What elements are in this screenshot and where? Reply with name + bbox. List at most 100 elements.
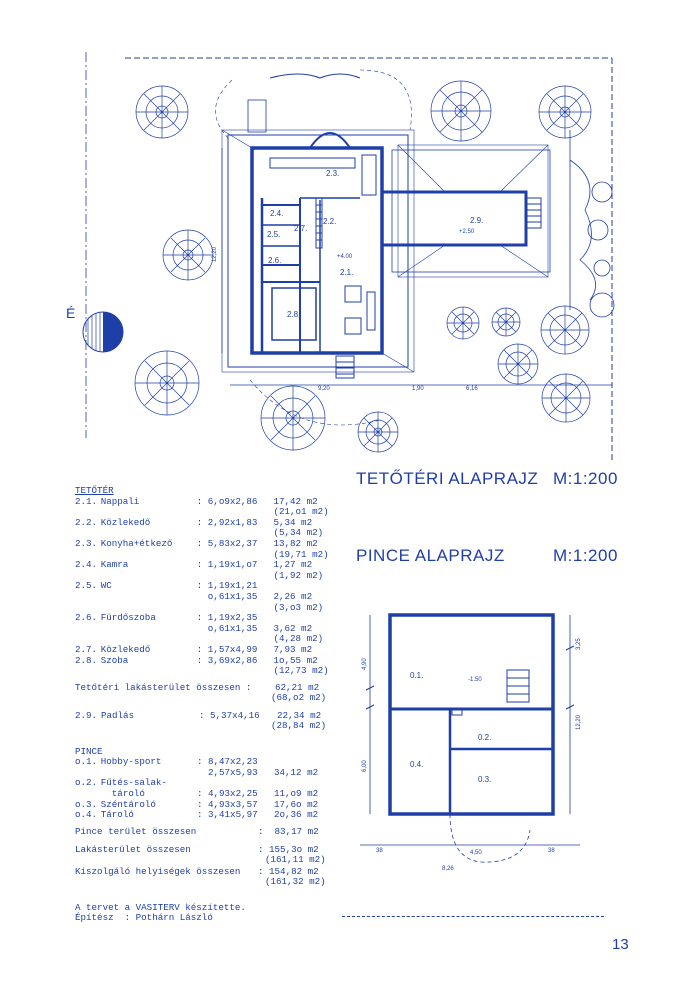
dim-38-left: 38	[376, 848, 383, 854]
room-label-0-1: 0.1.	[410, 671, 423, 680]
room-label-2-7: 2.7.	[294, 224, 307, 233]
basement-plan: 0.1. 0.2. 0.3. 0.4. -1.50 4,50 8,26 38 3…	[360, 613, 582, 872]
attic-total-label: Tetőtéri lakásterület összesen :	[75, 681, 252, 693]
cell-area: (19,71 m2)	[273, 548, 329, 560]
basement-total: : 83,17 m2	[258, 825, 319, 837]
north-arrow-icon	[82, 311, 124, 353]
cell-area: 3,62 m2	[273, 622, 313, 634]
cell-name: Nappali	[100, 495, 140, 507]
room-label-2-6: 2.6.	[268, 256, 281, 265]
north-label: É	[66, 305, 75, 321]
dim-920: 9,20	[318, 386, 330, 392]
cell-no	[75, 592, 101, 603]
table-row: (12,73 m2)	[75, 665, 335, 677]
cell-no: o.4.	[75, 809, 98, 821]
dim-490: 4,90	[362, 658, 368, 670]
attic-plan-title: TETŐTÉRI ALAPRAJZ	[356, 469, 539, 488]
divider	[342, 916, 604, 917]
dim-600: 6,00	[362, 760, 368, 772]
cell-area: 17,6o m2	[273, 798, 319, 810]
credit-line-1: A tervet a VASITERV készítette.	[75, 901, 246, 913]
cell-name: Hobby-sport	[100, 756, 162, 768]
cell-area: 34,12 m2	[273, 766, 319, 778]
cell-dims: : 1,57x4,99	[196, 643, 258, 655]
cell-area: 17,42 m2	[273, 495, 318, 507]
basement-plan-title: PINCE ALAPRAJZ	[356, 546, 505, 565]
basement-plan-scale: M:1:200	[553, 546, 618, 565]
cell-no: 2.7.	[75, 643, 98, 655]
room-label-2-3: 2.3.	[326, 169, 339, 178]
padlas-dims: : 5,37x4,16	[199, 709, 260, 721]
cell-name: Széntároló	[100, 798, 156, 810]
cell-area: (12,73 m2)	[273, 665, 329, 677]
cell-area: 2,26 m2	[273, 590, 313, 602]
padlas-paren: (28,84 m2)	[271, 720, 327, 732]
cell-no	[75, 624, 101, 635]
padlas-no: 2.9.	[75, 709, 98, 721]
dim-325: 3,25	[576, 638, 582, 650]
padlas-area: 22,34 m2	[277, 709, 322, 721]
attic-site-plan: É 2.3. 2.4. 2.5. 2.2. 2.7. 2.6. 2.1. 2.8…	[66, 52, 615, 460]
page-number: 13	[612, 936, 629, 953]
schedule-header-basement: PINCE	[75, 745, 103, 757]
cell-name	[101, 571, 197, 582]
room-label-2-4: 2.4.	[270, 209, 283, 218]
table-row: (5,34 m2)	[75, 528, 335, 539]
service-total-label: Kiszolgáló helyiségek összesen	[75, 865, 241, 877]
dim-826: 8,26	[442, 866, 454, 872]
cell-dims: : 1,19x1,21	[196, 580, 258, 592]
schedule-header-attic: TETŐTÉR	[75, 485, 114, 496]
cell-dims: o,61x1,35	[196, 622, 258, 634]
living-total-paren: (161,11 m2)	[265, 854, 326, 866]
cell-area: 2o,36 m2	[273, 809, 319, 821]
cell-area: 1,27 m2	[273, 559, 313, 571]
cell-no: o.3.	[75, 798, 98, 810]
dim-1220: 12,20	[212, 246, 218, 262]
cell-area: (4,28 m2)	[273, 633, 324, 645]
cell-name: Fűtés-salak-	[100, 777, 167, 789]
cell-dims: : 4,93x3,57	[196, 798, 258, 810]
room-label-2-5: 2.5.	[267, 230, 280, 239]
cell-name	[101, 624, 197, 635]
attic-total: 62,21 m2	[275, 681, 320, 693]
cell-area: 13,82 m2	[273, 537, 318, 549]
service-total: : 154,82 m2	[258, 865, 319, 877]
dim-38-right: 38	[548, 848, 555, 854]
cell-area: (21,o1 m2)	[273, 506, 329, 518]
cell-no: 2.2.	[75, 516, 98, 528]
room-label-0-2: 0.2.	[478, 733, 491, 742]
room-label-0-4: 0.4.	[410, 760, 423, 769]
cell-no: 2.5.	[75, 580, 98, 592]
room-label-2-9: 2.9.	[470, 216, 483, 225]
trees	[134, 80, 592, 453]
cell-dims: : 4,93x2,25	[196, 788, 258, 800]
table-row: 2.6.Fürdőszoba: 1,19x2,35	[75, 613, 335, 624]
dim-616: 6,16	[466, 386, 478, 392]
cell-no: 2.4.	[75, 559, 98, 571]
cell-no: o.2.	[75, 777, 98, 789]
padlas-name: Padlás	[101, 709, 135, 721]
credit-line-2: Építész : Pothárn László	[75, 912, 213, 924]
cell-dims: : 3,69x2,86	[196, 654, 258, 666]
service-total-paren: (161,32 m2)	[265, 876, 326, 888]
cell-name	[101, 666, 197, 677]
cell-dims: : 6,o9x2,86	[196, 495, 258, 507]
cell-name: Fürdőszoba	[100, 612, 156, 624]
living-total: : 155,3o m2	[258, 843, 319, 855]
cell-name: Szoba	[100, 654, 129, 666]
cell-no: 2.8.	[75, 654, 98, 666]
table-row: (3,o3 m2)	[75, 602, 335, 614]
cell-no: o.1.	[75, 756, 98, 768]
cell-dims: : 1,19x2,35	[196, 612, 258, 624]
